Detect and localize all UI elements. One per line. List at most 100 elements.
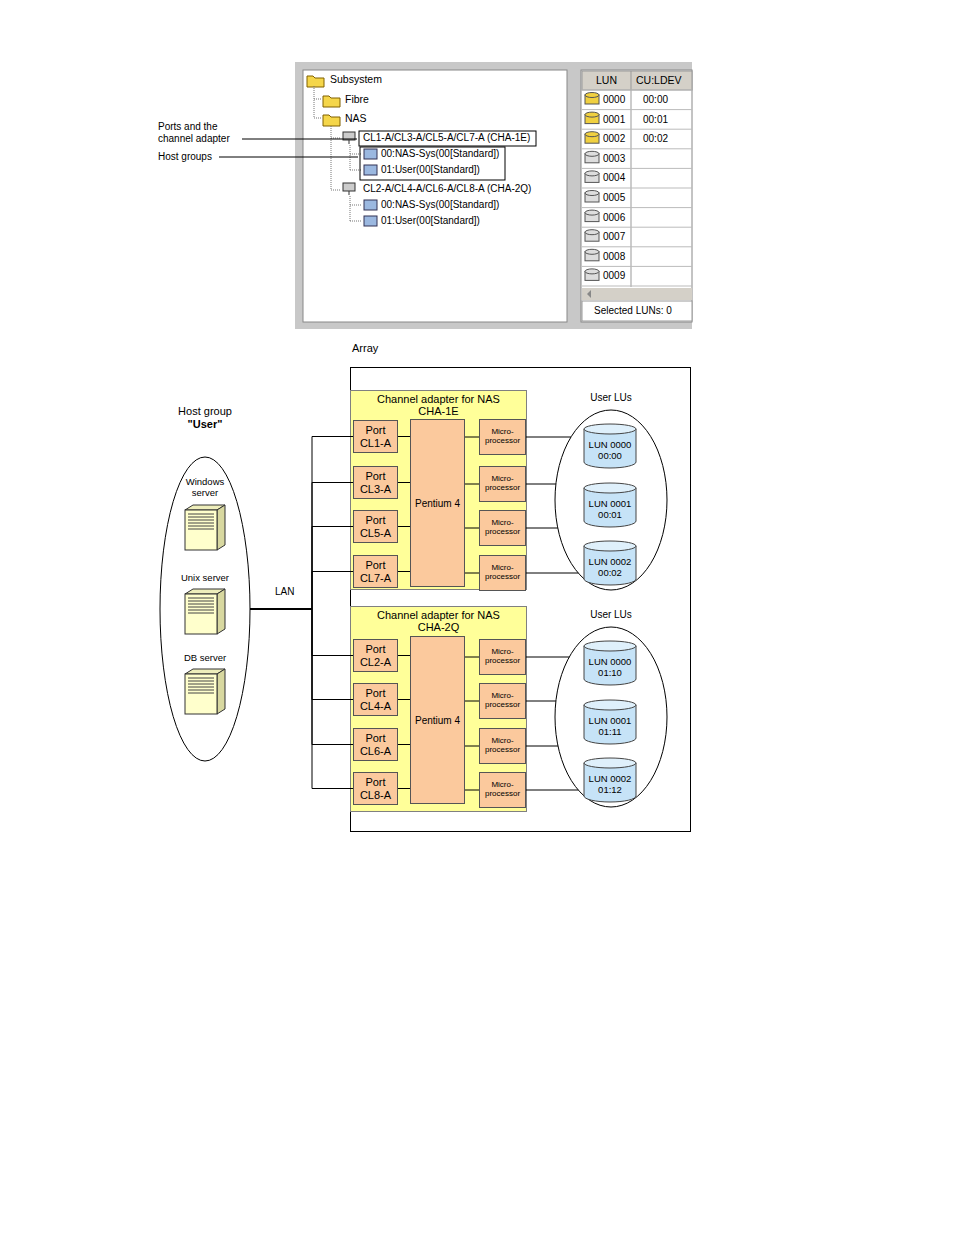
lun-label: LUN 0002 [589, 774, 632, 784]
micro-label: Micro- processor [481, 564, 524, 582]
table-row-line [582, 109, 692, 110]
lun-label: LUN 0000 [589, 440, 632, 450]
connector-line [398, 744, 410, 745]
server-icon [183, 502, 227, 552]
port-label: Port CL3-A [355, 470, 396, 494]
tree-item: Subsystem [330, 73, 382, 85]
micro-label: Micro- processor [481, 781, 524, 799]
connector-line [526, 528, 558, 529]
connector-line [465, 746, 479, 747]
port-box: Port CL5-A [353, 510, 398, 543]
table-cell: 00:00 [643, 94, 668, 106]
micro-label: Micro- processor [481, 692, 524, 710]
connector-line [250, 483, 353, 610]
table-row-line [582, 286, 692, 287]
table-cell: 0008 [603, 251, 625, 263]
disk-icon [585, 132, 599, 144]
micro-label: Micro- processor [481, 519, 524, 537]
connector-line [398, 788, 410, 789]
tree-item: CL2-A/CL4-A/CL6-A/CL8-A (CHA-2Q) [363, 183, 531, 195]
connector-line [465, 657, 479, 658]
table-cell: Selected LUNs: 0 [594, 305, 672, 317]
port-box: Port CL8-A [353, 772, 398, 805]
table-row-line [582, 188, 692, 189]
connector-line [398, 526, 410, 527]
server-icon [183, 666, 227, 716]
lu-group-ellipse: User LUsLUN 000001:10LUN 000101:11LUN 00… [554, 626, 668, 808]
disk-icon [585, 230, 599, 242]
lun-label: 01:11 [598, 727, 621, 737]
micro-label: Micro- processor [481, 737, 524, 755]
connector-line [526, 657, 569, 658]
connector-line [465, 484, 479, 485]
server-label: DB server [171, 652, 239, 663]
table-cell: CU:LDEV [636, 74, 682, 86]
tree-item: NAS [345, 112, 367, 124]
table-cell: 0006 [603, 212, 625, 224]
lu-group-title: User LUs [554, 609, 668, 621]
port-box: Port CL1-A [353, 420, 398, 453]
tree-item: CL1-A/CL3-A/CL5-A/CL7-A (CHA-1E) [363, 132, 530, 144]
tree-item: 01:User(00[Standard]) [381, 215, 480, 227]
port-label: Port CL1-A [355, 424, 396, 448]
tree-item: Fibre [345, 93, 369, 105]
micro-label: Micro- processor [481, 428, 524, 446]
lun-label: LUN 0000 [589, 657, 632, 667]
connector-line [398, 699, 410, 700]
table-cell: 0000 [603, 94, 625, 106]
lun-label: 00:00 [598, 451, 622, 461]
microprocessor-box: Micro- processor [479, 772, 526, 808]
table-row-line [582, 246, 692, 247]
hostgrp-outline [159, 456, 251, 762]
connector-line [250, 609, 353, 789]
connector-line [398, 482, 410, 483]
table-cell: 0001 [603, 114, 625, 126]
lun-label: LUN 0001 [589, 499, 632, 509]
lun-cylinder: LUN 000201:12 [583, 757, 637, 803]
heading-wrap: User LUs [554, 609, 668, 621]
table-cell: 0003 [603, 153, 625, 165]
port-box: Port CL3-A [353, 466, 398, 499]
connector-line [250, 609, 353, 745]
ellipse-outline [555, 627, 667, 807]
heading-wrap: User LUs [554, 392, 668, 404]
connector-line [526, 573, 578, 574]
port-label: Port CL8-A [355, 776, 396, 800]
cpu-label: Pentium 4 [415, 498, 460, 509]
host-group-ellipse: Host group"User"Windows serverUnix serve… [159, 456, 251, 762]
tree-item: 00:NAS-Sys(00[Standard]) [381, 148, 499, 160]
disk-icon [585, 151, 599, 163]
port-box: Port CL6-A [353, 728, 398, 761]
connector-line [465, 437, 479, 438]
table-cell: 0009 [603, 270, 625, 282]
lun-cylinder: LUN 000000:00 [583, 423, 637, 469]
cpu-label: Pentium 4 [415, 715, 460, 726]
micro-label: Micro- processor [481, 475, 524, 493]
connector-line [465, 528, 479, 529]
disk-icon [585, 171, 599, 183]
table-cell: LUN [596, 74, 617, 86]
heading-wrap: Host group"User" [129, 405, 281, 431]
tree-item: 00:NAS-Sys(00[Standard]) [381, 199, 499, 211]
disk-icon [585, 210, 599, 222]
group-title: Host group [129, 405, 281, 418]
lun-cylinder: LUN 000100:01 [583, 482, 637, 528]
lun-cylinder: LUN 000200:02 [583, 540, 637, 586]
lun-label: 00:02 [598, 568, 622, 578]
connector-line [250, 609, 353, 700]
port-box: Port CL2-A [353, 639, 398, 672]
disk-icon [585, 249, 599, 260]
array-fill [350, 367, 691, 832]
lun-label: 01:12 [598, 785, 622, 795]
adapter-title: Channel adapter for NAS CHA-1E [369, 393, 509, 417]
port-label: Port CL2-A [355, 643, 396, 667]
connector-line [398, 571, 410, 572]
microprocessor-box: Micro- processor [479, 728, 526, 764]
network-label: LAN [275, 586, 294, 598]
callout: Ports and the channel adapter [158, 121, 244, 144]
connector-line [526, 484, 556, 485]
server-label: Windows server [184, 476, 226, 499]
connector-line [526, 790, 578, 791]
connector-line [250, 527, 353, 610]
connector-line [250, 572, 353, 610]
